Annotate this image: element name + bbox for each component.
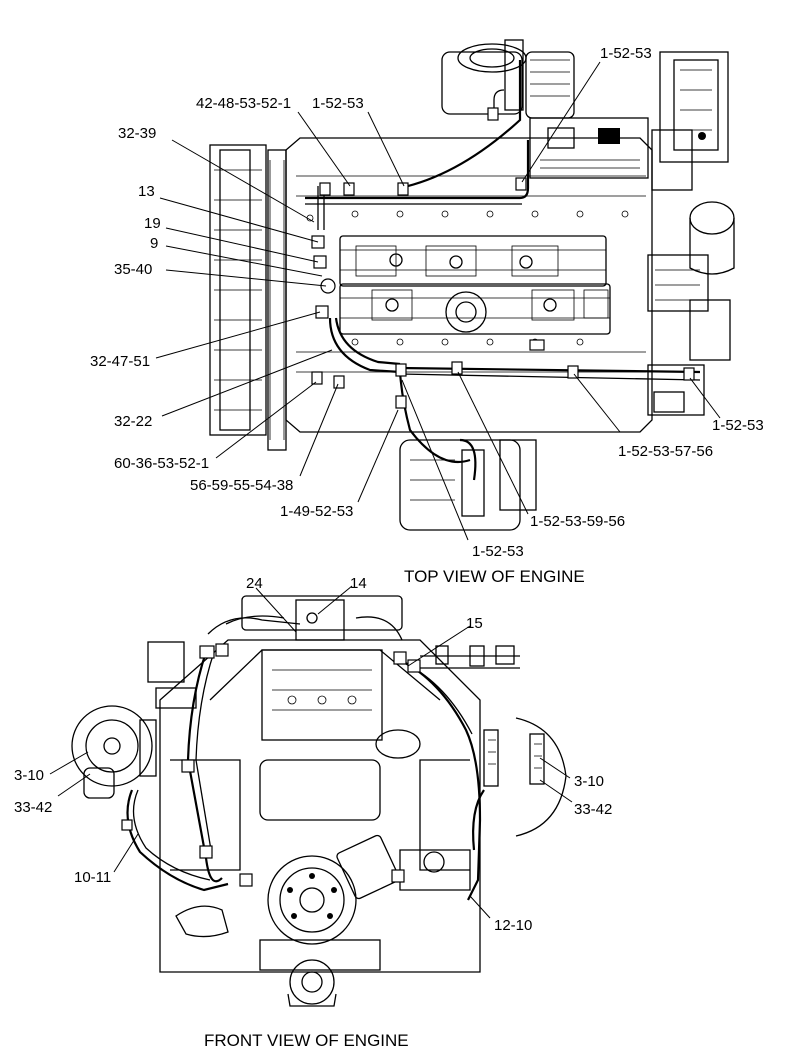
right-side-components: [647, 51, 735, 416]
callout-3-10-left: 3-10: [14, 767, 44, 784]
fittings-front: [121, 643, 421, 887]
front-engine-block: [159, 639, 481, 973]
callout-13: 13: [138, 183, 155, 200]
crankshaft-damper: [267, 855, 357, 1007]
callout-56-59-55-54-38: 56-59-55-54-38: [190, 477, 293, 494]
fuel-lines-front: [126, 615, 485, 901]
top-view-callouts: 42-48-53-52-1 1-52-53 1-52-53 32-39 13 1…: [90, 45, 764, 560]
left-side-block: [209, 144, 287, 451]
callout-35-40: 35-40: [114, 261, 152, 278]
top-leaders: [155, 61, 721, 541]
lower-housing-top: [399, 439, 537, 531]
front-view-engine-drawing: [49, 585, 573, 1007]
callout-60-36-53-52-1: 60-36-53-52-1: [114, 455, 209, 472]
callout-10-11: 10-11: [74, 869, 111, 886]
ecm-module: [529, 117, 649, 179]
callout-14: 14: [350, 575, 367, 592]
callout-33-42-right: 33-42: [574, 801, 612, 818]
caption-front-view: FRONT VIEW OF ENGINE: [204, 1031, 409, 1050]
callout-3-10-right: 3-10: [574, 773, 604, 790]
right-manifold-front: [420, 645, 520, 669]
left-turbo-front: [71, 641, 197, 799]
front-view-callouts: 24 14 15 3-10 33-42 3-10 33-42 10-11 12-…: [14, 575, 612, 934]
front-top-manifold: [207, 595, 403, 641]
fuel-lines-top: [305, 60, 701, 481]
engine-block-top: [285, 137, 653, 433]
callout-1-52-53-b: 1-52-53: [600, 45, 652, 62]
callout-24: 24: [246, 575, 263, 592]
callout-19: 19: [144, 215, 161, 232]
callout-1-52-53-57-56: 1-52-53-57-56: [618, 443, 713, 460]
callout-1-52-53-59-56: 1-52-53-59-56: [530, 513, 625, 530]
callout-32-22: 32-22: [114, 413, 152, 430]
valve-covers: [339, 235, 611, 335]
callout-9: 9: [150, 235, 158, 252]
turbocharger-top: [441, 39, 575, 119]
callout-1-52-53-d: 1-52-53: [712, 417, 764, 434]
callout-32-47-51: 32-47-51: [90, 353, 150, 370]
callout-12-10: 12-10: [494, 917, 532, 934]
callout-32-39: 32-39: [118, 125, 156, 142]
callout-15: 15: [466, 615, 483, 632]
right-turbo-front: [483, 717, 567, 837]
callout-1-49-52-53: 1-49-52-53: [280, 503, 353, 520]
callout-1-52-53-c: 1-52-53: [472, 543, 524, 560]
fittings-top: [311, 107, 695, 409]
callout-42-48-53-52-1: 42-48-53-52-1: [196, 95, 291, 112]
intake-elbow: [175, 905, 229, 938]
caption-top-view: TOP VIEW OF ENGINE: [404, 567, 585, 586]
top-view-engine-drawing: [155, 39, 735, 541]
front-leaders: [49, 585, 573, 919]
callout-33-42-left: 33-42: [14, 799, 52, 816]
callout-1-52-53-a: 1-52-53: [312, 95, 364, 112]
rail-bolts: [306, 210, 629, 346]
